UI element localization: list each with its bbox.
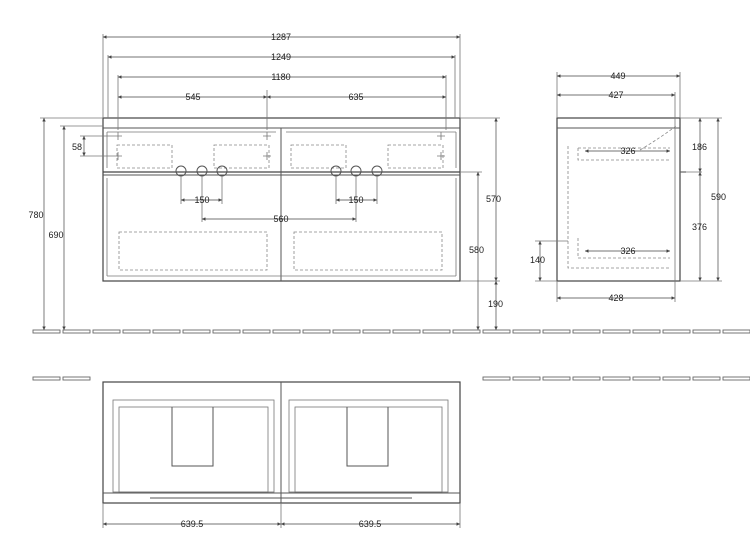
dim-590: 590 bbox=[711, 192, 726, 202]
floor-tile bbox=[602, 376, 631, 381]
side-inner-body bbox=[567, 146, 670, 269]
floor-tile bbox=[482, 376, 511, 381]
basin-right-a bbox=[290, 144, 347, 169]
floor-tile bbox=[182, 329, 211, 334]
dim-1287: 1287 bbox=[271, 32, 291, 42]
dim-58: 58 bbox=[72, 142, 82, 152]
floor-tile bbox=[302, 329, 331, 334]
extension-lines-front bbox=[40, 34, 500, 282]
floor-line-plan bbox=[32, 376, 750, 381]
dimension-lines-side bbox=[538, 74, 720, 300]
floor-tile bbox=[32, 329, 61, 334]
floor-tile bbox=[662, 376, 691, 381]
floor-tile bbox=[482, 329, 511, 334]
dim-545: 545 bbox=[185, 92, 200, 102]
cabinet-side-outline bbox=[556, 117, 681, 282]
dim-150-right: 150 bbox=[348, 195, 363, 205]
basin-left-b bbox=[213, 144, 270, 169]
plan-view: 639.5 639.5 bbox=[102, 381, 461, 529]
floor-tile bbox=[62, 376, 91, 381]
side-basin-curve bbox=[639, 125, 677, 151]
floor-tile bbox=[32, 376, 61, 381]
floor-tile bbox=[512, 329, 541, 334]
drawer-inner-left bbox=[118, 231, 268, 271]
dim-639-5-right: 639.5 bbox=[359, 519, 382, 529]
side-upper-drawer bbox=[577, 147, 670, 161]
floor-tile bbox=[722, 329, 750, 334]
floor-tile bbox=[692, 329, 721, 334]
floor-tile bbox=[692, 376, 721, 381]
floor-tile bbox=[542, 329, 571, 334]
floor-tile bbox=[632, 329, 661, 334]
dim-580: 580 bbox=[469, 245, 484, 255]
floor-tile bbox=[722, 376, 750, 381]
floor-tile bbox=[572, 376, 601, 381]
dimension-lines-front bbox=[42, 35, 498, 330]
dim-780: 780 bbox=[28, 210, 43, 220]
floor-tile bbox=[212, 329, 241, 334]
dim-560: 560 bbox=[273, 214, 288, 224]
basin-right-b bbox=[387, 144, 444, 169]
floor-tile bbox=[392, 329, 421, 334]
dim-326-bottom: 326 bbox=[620, 246, 635, 256]
dim-190: 190 bbox=[488, 299, 503, 309]
floor-tile bbox=[452, 329, 481, 334]
plan-drawer-left-inner bbox=[118, 406, 269, 493]
floor-tile bbox=[332, 329, 361, 334]
floor-tile bbox=[92, 329, 121, 334]
center-marks bbox=[114, 132, 445, 160]
basin-left-a bbox=[116, 144, 173, 169]
floor-tile bbox=[602, 329, 631, 334]
plan-drawer-left bbox=[112, 399, 275, 493]
floor-tile bbox=[572, 329, 601, 334]
side-view: 449 427 326 326 428 186 376 590 140 bbox=[530, 71, 726, 303]
plan-cutout-right bbox=[346, 407, 389, 467]
floor-tile bbox=[422, 329, 451, 334]
side-lower-drawer bbox=[577, 238, 670, 259]
dim-140: 140 bbox=[530, 255, 545, 265]
dim-449: 449 bbox=[610, 71, 625, 81]
dim-570: 570 bbox=[486, 194, 501, 204]
dim-1249: 1249 bbox=[271, 52, 291, 62]
floor-tile bbox=[542, 376, 571, 381]
floor-tile bbox=[632, 376, 661, 381]
plan-drawer-right bbox=[288, 399, 449, 493]
dim-150-left: 150 bbox=[194, 195, 209, 205]
dim-186: 186 bbox=[692, 142, 707, 152]
floor-tile bbox=[272, 329, 301, 334]
drawer-inner-right bbox=[293, 231, 443, 271]
floor-line-front bbox=[32, 329, 750, 334]
front-view: 1287 1249 1180 545 635 58 780 690 150 15… bbox=[28, 32, 503, 330]
floor-tile bbox=[512, 376, 541, 381]
dim-427: 427 bbox=[608, 90, 623, 100]
dim-639-5-left: 639.5 bbox=[181, 519, 204, 529]
floor-tile bbox=[242, 329, 271, 334]
dim-428: 428 bbox=[608, 293, 623, 303]
plan-drawer-right-inner bbox=[294, 406, 443, 493]
dim-635: 635 bbox=[348, 92, 363, 102]
floor-tile bbox=[662, 329, 691, 334]
plan-cutout-left bbox=[171, 407, 214, 467]
floor-tile bbox=[122, 329, 151, 334]
dim-690: 690 bbox=[48, 230, 63, 240]
floor-tile bbox=[362, 329, 391, 334]
floor-tile bbox=[62, 329, 91, 334]
extension-lines-side bbox=[535, 72, 722, 302]
dim-326-top: 326 bbox=[620, 146, 635, 156]
floor-tile bbox=[152, 329, 181, 334]
dim-1180: 1180 bbox=[271, 72, 290, 82]
dim-376: 376 bbox=[692, 222, 707, 232]
